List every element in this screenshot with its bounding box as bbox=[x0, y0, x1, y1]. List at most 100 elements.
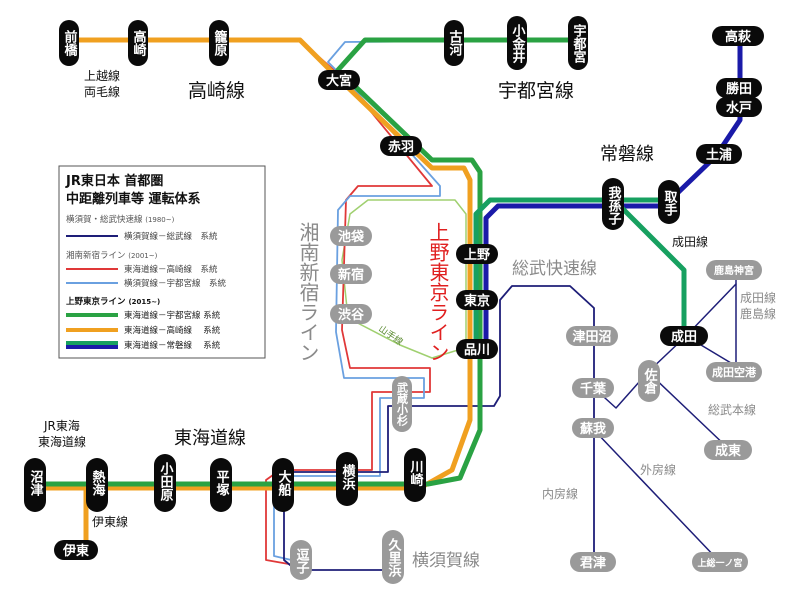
svg-text:赤羽: 赤羽 bbox=[388, 139, 414, 155]
station-sakura[interactable]: 佐倉 bbox=[638, 360, 660, 402]
label-yamanote: 山手線 bbox=[376, 323, 405, 348]
svg-text:川崎: 川崎 bbox=[408, 460, 425, 487]
svg-text:久里浜: 久里浜 bbox=[386, 537, 402, 578]
station-shinagawa[interactable]: 品川 bbox=[456, 339, 498, 359]
legend-group2-item2: 横須賀線－宇都宮線 系統 bbox=[124, 278, 227, 289]
svg-text:古河: 古河 bbox=[447, 29, 463, 57]
svg-text:熱海: 熱海 bbox=[90, 469, 106, 497]
label-narita-kashima-1: 成田線 bbox=[740, 290, 776, 305]
station-ito[interactable]: 伊東 bbox=[54, 540, 98, 560]
station-maebashi[interactable]: 前橋 bbox=[59, 20, 79, 66]
label-yokosuka: 横須賀線 bbox=[412, 551, 480, 571]
station-yokohama[interactable]: 横浜 bbox=[336, 452, 358, 506]
svg-text:池袋: 池袋 bbox=[338, 229, 365, 245]
label-jr-central-2: 東海道線 bbox=[38, 434, 86, 449]
svg-text:逗子: 逗子 bbox=[294, 548, 310, 575]
legend-group1-item: 横須賀線－総武線 系統 bbox=[124, 231, 218, 242]
tokaido-joban-line bbox=[473, 197, 667, 351]
station-oyama[interactable]: 小金井 bbox=[507, 16, 527, 70]
station-soga[interactable]: 蘇我 bbox=[572, 418, 614, 438]
legend-group2-item1: 東海道線－高崎線 系統 bbox=[124, 264, 218, 275]
station-chiba[interactable]: 千葉 bbox=[572, 378, 614, 398]
label-narita-kashima-2: 鹿島線 bbox=[740, 306, 776, 321]
svg-text:小田原: 小田原 bbox=[158, 462, 174, 502]
svg-text:小金井: 小金井 bbox=[510, 24, 527, 64]
station-shibuya[interactable]: 渋谷 bbox=[330, 304, 372, 324]
station-takahagi[interactable]: 高萩 bbox=[712, 26, 764, 46]
legend-group3-item1: 東海道線－宇都宮線 系統 bbox=[124, 310, 221, 321]
station-katsuta[interactable]: 勝田 bbox=[716, 78, 762, 98]
svg-text:高萩: 高萩 bbox=[725, 29, 751, 45]
station-tsudanuma[interactable]: 津田沼 bbox=[566, 326, 618, 346]
svg-text:平塚: 平塚 bbox=[214, 470, 230, 497]
svg-text:横浜: 横浜 bbox=[340, 463, 356, 491]
station-ikebukuro[interactable]: 池袋 bbox=[330, 226, 372, 246]
station-mito[interactable]: 水戸 bbox=[716, 97, 762, 117]
legend-title-2: 中距離列車等 運転体系 bbox=[66, 191, 201, 207]
svg-text:伊東: 伊東 bbox=[62, 543, 89, 559]
station-ueno[interactable]: 上野 bbox=[456, 244, 498, 264]
svg-text:上野: 上野 bbox=[464, 248, 490, 263]
legend-group3-title: 上野東京ライン (2015~) bbox=[66, 296, 160, 307]
svg-text:成田: 成田 bbox=[671, 329, 697, 345]
station-omiya[interactable]: 大宮 bbox=[318, 70, 360, 90]
svg-text:君津: 君津 bbox=[580, 555, 606, 571]
svg-text:新宿: 新宿 bbox=[338, 267, 364, 283]
label-narita-line: 成田線 bbox=[672, 234, 708, 249]
label-joetsu-2: 両毛線 bbox=[84, 84, 120, 99]
station-naruto[interactable]: 成東 bbox=[704, 440, 752, 460]
station-numazu[interactable]: 沼津 bbox=[24, 458, 46, 512]
label-joban-line: 常磐線 bbox=[600, 144, 654, 165]
label-sobu-rapid: 総武快速線 bbox=[512, 259, 597, 279]
station-narita[interactable]: 成田 bbox=[660, 326, 708, 346]
svg-text:千葉: 千葉 bbox=[580, 381, 607, 397]
station-shinjuku[interactable]: 新宿 bbox=[330, 264, 372, 284]
label-shonan-shinjuku: 湘南新宿ライン bbox=[296, 222, 320, 362]
legend-group1-title: 横須賀・総武快速線 (1980~) bbox=[66, 214, 175, 225]
label-utsunomiya-line: 宇都宮線 bbox=[498, 80, 574, 102]
svg-text:品川: 品川 bbox=[464, 343, 490, 358]
yokosuka-sobu-line bbox=[283, 285, 595, 571]
station-kagohara[interactable]: 籠原 bbox=[209, 20, 229, 66]
station-kawasaki[interactable]: 川崎 bbox=[404, 448, 426, 502]
station-kisarazu[interactable]: 君津 bbox=[570, 552, 616, 572]
station-hiratsuka[interactable]: 平塚 bbox=[210, 458, 232, 512]
svg-text:成田空港: 成田空港 bbox=[712, 365, 757, 379]
station-narita-airport[interactable]: 成田空港 bbox=[706, 362, 762, 382]
svg-text:蘇我: 蘇我 bbox=[579, 421, 606, 437]
svg-text:宇都宮: 宇都宮 bbox=[571, 23, 588, 63]
station-kazusa-ichinomiya[interactable]: 上総一ノ宮 bbox=[692, 552, 748, 572]
legend: JR東日本 首都圏 中距離列車等 運転体系 横須賀・総武快速線 (1980~) … bbox=[58, 165, 266, 359]
naruto-branch bbox=[647, 371, 731, 451]
station-atami[interactable]: 熱海 bbox=[86, 458, 108, 512]
svg-text:津田沼: 津田沼 bbox=[572, 329, 611, 345]
svg-text:大宮: 大宮 bbox=[326, 73, 352, 89]
station-koga[interactable]: 古河 bbox=[444, 20, 464, 66]
stations: 前橋 高崎 籠原 古河 小金井 宇都宮 大宮 赤羽 bbox=[24, 16, 764, 584]
legend-group2-title: 湘南新宿ライン (2001~) bbox=[66, 250, 158, 261]
station-takasaki[interactable]: 高崎 bbox=[128, 20, 148, 66]
station-kashimajingu[interactable]: 鹿島神宮 bbox=[706, 260, 762, 280]
station-ofuna[interactable]: 大船 bbox=[272, 458, 294, 512]
svg-text:佐倉: 佐倉 bbox=[642, 367, 659, 395]
svg-text:大船: 大船 bbox=[276, 469, 292, 497]
station-kurihama[interactable]: 久里浜 bbox=[382, 530, 404, 584]
station-akabane[interactable]: 赤羽 bbox=[380, 136, 422, 156]
station-abiko[interactable]: 我孫子 bbox=[602, 178, 624, 230]
utsunomiya-line bbox=[27, 37, 583, 487]
station-toride[interactable]: 取手 bbox=[658, 180, 680, 224]
station-odawara[interactable]: 小田原 bbox=[154, 454, 176, 512]
sobu-main-branch bbox=[593, 283, 737, 409]
station-zushi[interactable]: 逗子 bbox=[290, 540, 312, 580]
station-tsuchiura[interactable]: 土浦 bbox=[696, 144, 742, 164]
station-tokyo[interactable]: 東京 bbox=[456, 290, 498, 310]
svg-text:籠原: 籠原 bbox=[212, 29, 228, 57]
label-tokaido: 東海道線 bbox=[174, 428, 246, 449]
label-ueno-tokyo: 上野東京ライン bbox=[426, 222, 450, 362]
label-takasaki-line: 高崎線 bbox=[188, 80, 245, 102]
station-utsunomiya[interactable]: 宇都宮 bbox=[568, 16, 588, 70]
line-labels: 高崎線 宇都宮線 常磐線 成田線 総武快速線 成田線 鹿島線 総武本線 外房線 … bbox=[38, 68, 776, 571]
station-musashikosugi[interactable]: 武蔵小杉 bbox=[392, 376, 412, 432]
svg-text:土浦: 土浦 bbox=[706, 147, 732, 163]
